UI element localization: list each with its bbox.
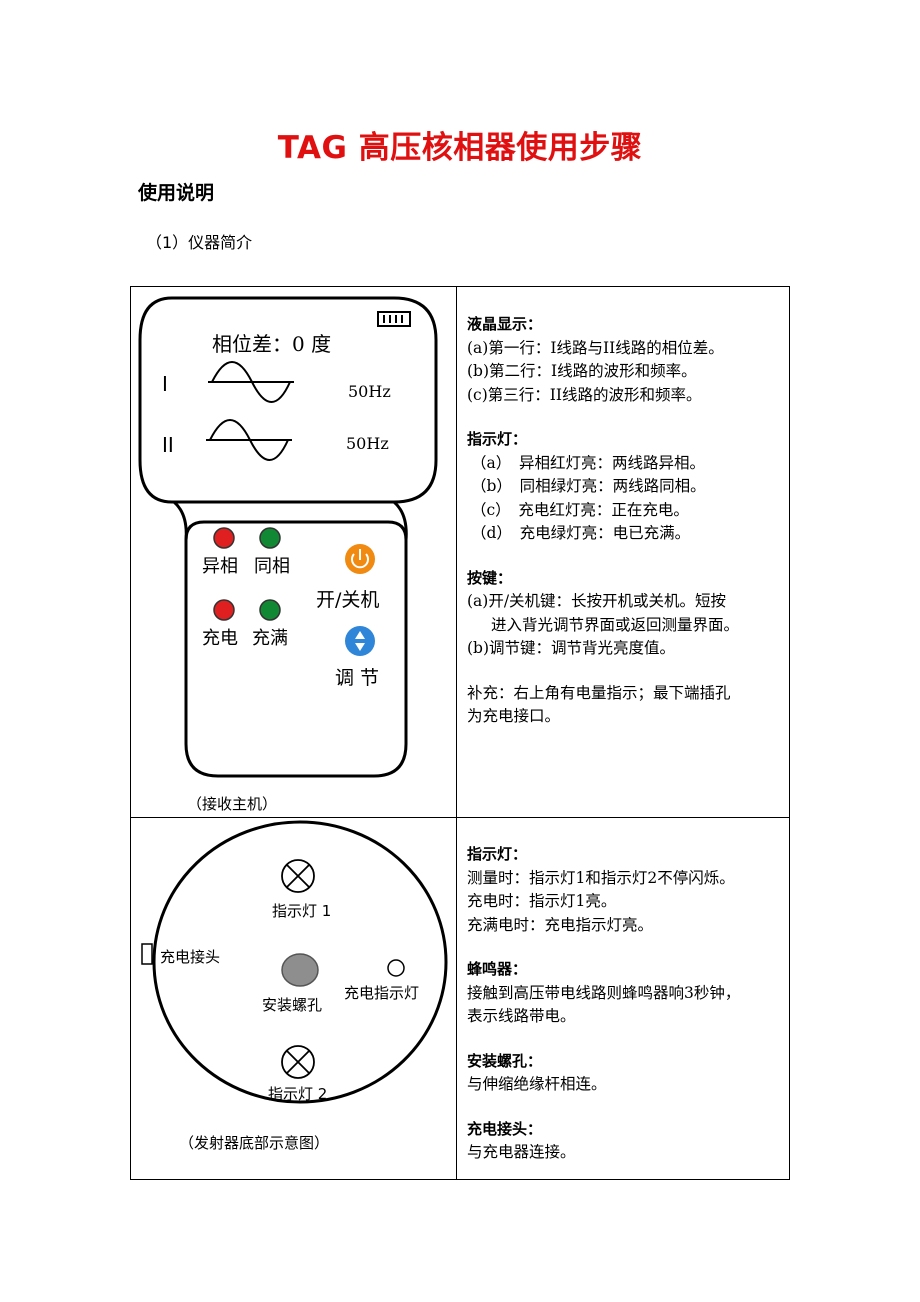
receiver-screen-body bbox=[138, 296, 438, 504]
lcd-heading: 液晶显示： bbox=[467, 315, 543, 333]
key-item-b: (b)调节键：调节背光亮度值。 bbox=[467, 639, 676, 657]
subsection-heading: （1）仪器简介 bbox=[146, 233, 253, 252]
transmitter-body bbox=[152, 820, 448, 1104]
lcd-item-a: (a)第一行：I线路与II线路的相位差。 bbox=[467, 338, 724, 357]
charge-indicator-shape bbox=[387, 959, 405, 977]
table-row-divider bbox=[131, 817, 789, 818]
port-text: 与充电器连接。 bbox=[467, 1143, 576, 1161]
led-same-phase-label: 同相 bbox=[254, 556, 290, 577]
line2-waveform bbox=[206, 419, 292, 461]
led-item-a: （a） 异相红灯亮：两线路异相。 bbox=[471, 453, 705, 472]
buzzer-line2: 表示线路带电。 bbox=[467, 1007, 576, 1025]
lcd-line1-frequency: 50Hz bbox=[348, 382, 391, 401]
supplement-line1: 补充：右上角有电量指示；最下端插孔 bbox=[467, 683, 731, 702]
buzzer-line1: 接触到高压带电线路则蜂鸣器响3秒钟， bbox=[467, 983, 741, 1002]
mount-hole-label: 安装螺孔 bbox=[262, 996, 322, 1014]
indicator-charging: 充电时：指示灯1亮。 bbox=[467, 892, 617, 910]
lcd-phase-difference: 相位差：0 度 bbox=[212, 332, 331, 356]
instrument-table: 相位差：0 度 I II 50Hz 50Hz 异相 同相 充电 充满 bbox=[130, 286, 790, 1180]
adjust-button-label: 调 节 bbox=[335, 667, 379, 689]
led-diff-phase bbox=[213, 527, 235, 549]
power-icon bbox=[351, 549, 369, 569]
supplement-line2: 为充电接口。 bbox=[467, 707, 561, 725]
mount-text: 与伸缩绝缘杆相连。 bbox=[467, 1075, 607, 1093]
receiver-lower-body bbox=[184, 520, 408, 778]
receiver-illustration: 相位差：0 度 I II 50Hz 50Hz 异相 同相 充电 充满 bbox=[138, 296, 438, 778]
led-charging bbox=[213, 599, 235, 621]
up-down-arrows-icon bbox=[355, 631, 365, 651]
led-item-b: （b） 同相绿灯亮：两线路同相。 bbox=[471, 477, 706, 495]
charge-indicator-label: 充电指示灯 bbox=[344, 984, 419, 1002]
led-diff-phase-label: 异相 bbox=[202, 556, 238, 577]
led-same-phase bbox=[259, 527, 281, 549]
line1-waveform bbox=[208, 361, 294, 403]
lcd-item-c: (c)第三行：II线路的波形和频率。 bbox=[467, 385, 702, 404]
receiver-neck-left bbox=[172, 500, 188, 541]
indicator-2-icon bbox=[281, 1045, 315, 1079]
led-heading: 指示灯： bbox=[467, 430, 528, 448]
document-title: TAG 高压核相器使用步骤 bbox=[277, 130, 643, 166]
battery-icon bbox=[377, 311, 411, 327]
power-button-label: 开/关机 bbox=[316, 589, 379, 611]
key-item-a-cont: 进入背光调节界面或返回测量界面。 bbox=[491, 615, 740, 634]
lcd-line1-label: I bbox=[162, 372, 168, 396]
led-item-d: （d） 充电绿灯亮：电已充满。 bbox=[471, 524, 691, 542]
table-column-divider bbox=[456, 287, 457, 1179]
indicator-2-label: 指示灯 2 bbox=[268, 1085, 327, 1103]
indicator-1-icon bbox=[281, 859, 315, 893]
led-charging-label: 充电 bbox=[202, 628, 238, 649]
lcd-line2-frequency: 50Hz bbox=[346, 434, 389, 453]
section-heading: 使用说明 bbox=[138, 182, 215, 204]
transmitter-illustration: 指示灯 1 充电接头 安装螺孔 充电指示灯 指示灯 2 bbox=[141, 820, 448, 1104]
adjust-button[interactable] bbox=[345, 626, 375, 656]
receiver-description: 液晶显示： (a)第一行：I线路与II线路的相位差。 (b)第二行：I线路的波形… bbox=[467, 313, 785, 729]
key-heading: 按键： bbox=[467, 568, 513, 587]
mount-heading: 安装螺孔： bbox=[467, 1051, 543, 1070]
lcd-item-b: (b)第二行：I线路的波形和频率。 bbox=[467, 362, 697, 380]
transmitter-caption: （发射器底部示意图） bbox=[179, 1134, 330, 1152]
transmitter-description: 指示灯： 测量时：指示灯1和指示灯2不停闪烁。 充电时：指示灯1亮。 充满电时：… bbox=[467, 843, 785, 1165]
mount-hole-shape bbox=[281, 953, 319, 987]
charge-port-label: 充电接头 bbox=[160, 948, 220, 966]
indicator-heading: 指示灯： bbox=[467, 845, 528, 863]
receiver-caption: （接收主机） bbox=[187, 795, 278, 813]
indicator-full: 充满电时：充电指示灯亮。 bbox=[467, 915, 654, 934]
key-item-a: (a)开/关机键：长按开机或关机。短按 bbox=[467, 592, 727, 610]
indicator-1-label: 指示灯 1 bbox=[272, 902, 331, 920]
indicator-measure: 测量时：指示灯1和指示灯2不停闪烁。 bbox=[467, 868, 735, 887]
led-item-c: （c） 充电红灯亮：正在充电。 bbox=[471, 500, 689, 519]
buzzer-heading: 蜂鸣器： bbox=[467, 960, 528, 978]
power-button[interactable] bbox=[345, 544, 375, 574]
led-full-label: 充满 bbox=[252, 628, 288, 649]
port-heading: 充电接头： bbox=[467, 1119, 543, 1138]
lcd-line2-label: II bbox=[162, 433, 174, 457]
charge-port-shape bbox=[141, 943, 153, 965]
led-full bbox=[259, 599, 281, 621]
